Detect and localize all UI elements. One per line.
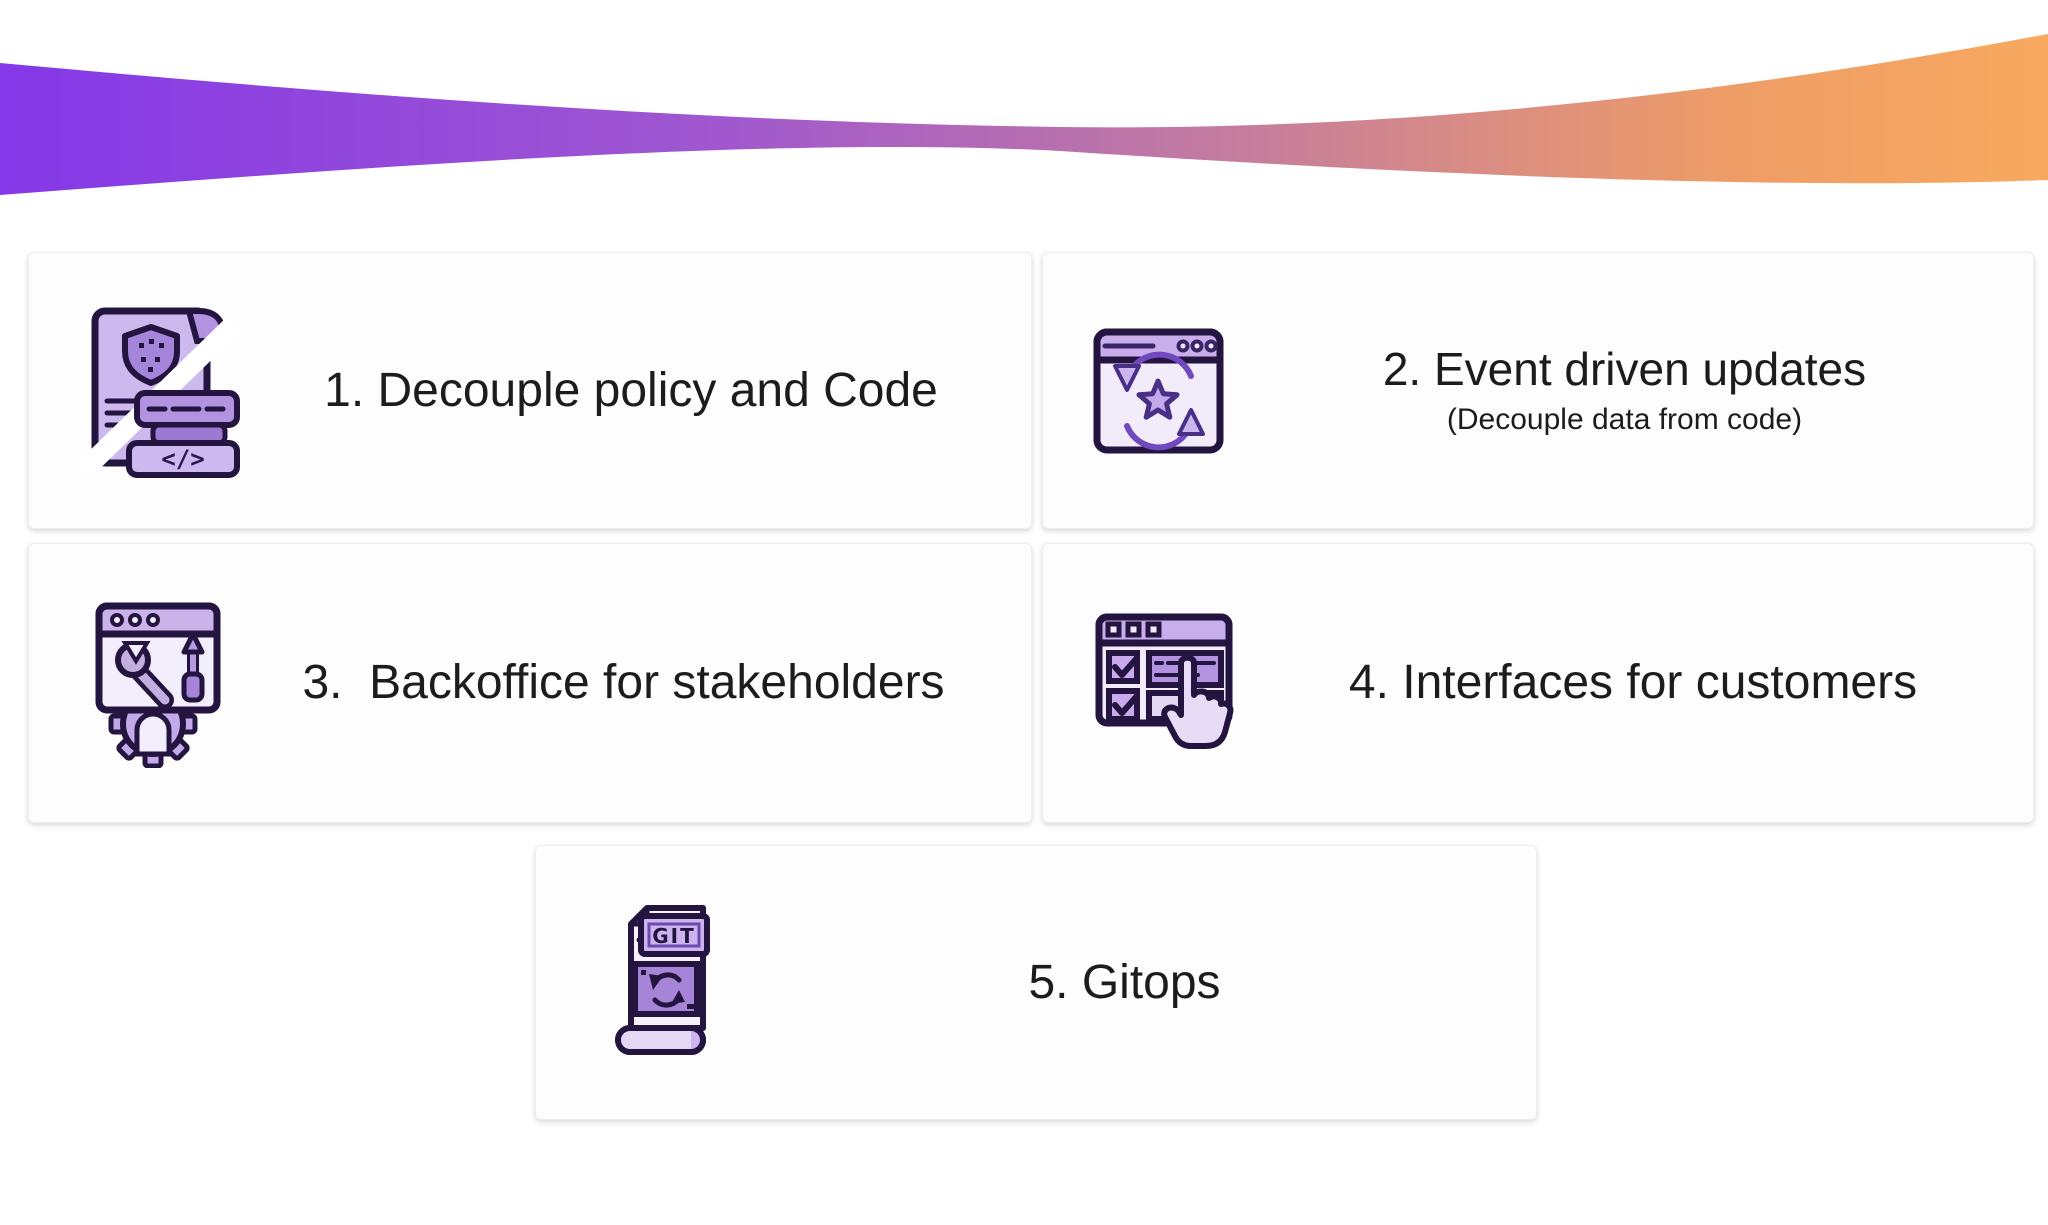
card-interfaces-customers: 4. Interfaces for customers bbox=[1042, 543, 2034, 823]
card-event-driven-updates: 2. Event driven updates (Decouple data f… bbox=[1042, 252, 2034, 529]
code-glyph: </> bbox=[161, 445, 204, 473]
git-label: GIT bbox=[652, 924, 696, 948]
browser-tools-gear-icon bbox=[91, 598, 226, 768]
card-backoffice-stakeholders: 3. Backoffice for stakeholders bbox=[28, 543, 1032, 823]
card-title: 3. Backoffice for stakeholders bbox=[302, 656, 945, 710]
policy-document-slash-icon: </> bbox=[81, 301, 241, 481]
card-subtitle: (Decouple data from code) bbox=[1446, 402, 1803, 436]
browser-sync-star-icon bbox=[1091, 326, 1226, 456]
card-decouple-policy: </> 1. Decouple policy and Code bbox=[28, 252, 1032, 529]
git-file-sync-icon: GIT bbox=[613, 900, 723, 1065]
card-title: 5. Gitops bbox=[1028, 955, 1221, 1009]
card-title: 2. Event driven updates bbox=[1382, 343, 1867, 396]
card-title: 1. Decouple policy and Code bbox=[324, 363, 938, 417]
form-click-hand-icon bbox=[1093, 611, 1243, 756]
card-title: 4. Interfaces for customers bbox=[1348, 656, 1918, 710]
card-gitops: GIT 5. Gitops bbox=[535, 845, 1537, 1120]
gradient-wave-decoration bbox=[0, 34, 2048, 195]
